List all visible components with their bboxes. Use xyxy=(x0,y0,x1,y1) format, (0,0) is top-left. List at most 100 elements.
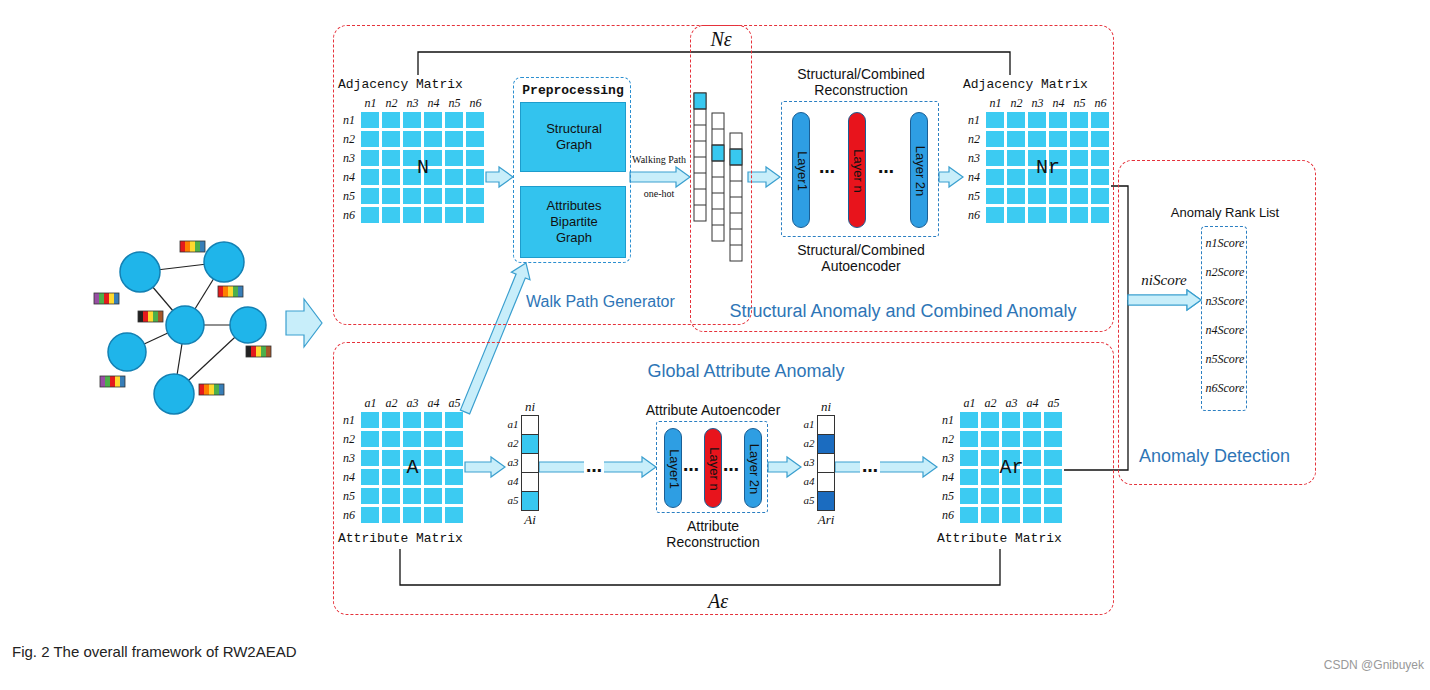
column-header: a4 xyxy=(1022,395,1043,411)
matrix-cell xyxy=(960,450,978,466)
matrix-title: Attribute Matrix xyxy=(937,529,1064,549)
layer-pill: Layer1 xyxy=(664,428,682,508)
input-arrow xyxy=(286,299,322,347)
vector-block: nia1a2a3a4a5Ari xyxy=(801,399,835,530)
matrix-cell xyxy=(1007,169,1025,185)
layer-pill: Layer1 xyxy=(792,112,810,228)
layer-pill: Layer n xyxy=(704,428,722,508)
edge-label: … xyxy=(584,459,604,475)
matrix-cell xyxy=(1049,188,1067,204)
column-header: a2 xyxy=(381,395,402,411)
matrix-cell xyxy=(986,150,1004,166)
vector-name: Ari xyxy=(809,512,843,528)
block-arrow xyxy=(465,457,505,477)
layer-pill: Layer 2n xyxy=(910,112,928,228)
row-header: n3 xyxy=(937,449,959,468)
matrix-cell xyxy=(1091,131,1109,147)
matrix-cell xyxy=(445,488,463,504)
matrix-cell xyxy=(986,207,1004,223)
matrix-cell xyxy=(960,507,978,523)
row-header: n2 xyxy=(338,130,360,149)
row-header: n4 xyxy=(338,468,360,487)
anomaly-score: n5Score xyxy=(1202,351,1248,367)
vector-row-label: a1 xyxy=(801,415,817,434)
vector-row-label: a4 xyxy=(505,472,521,491)
matrix-cell xyxy=(466,150,484,166)
matrix-cell xyxy=(382,169,400,185)
matrix-cell xyxy=(382,488,400,504)
matrix-cell xyxy=(981,488,999,504)
matrix-cell xyxy=(361,450,379,466)
matrix-cell xyxy=(382,431,400,447)
matrix-cell xyxy=(361,169,379,185)
matrix-cell xyxy=(1049,112,1067,128)
matrix-block: a1a2a3a4a5n1n2n3n4n5n6AAttribute Matrix xyxy=(338,395,465,549)
matrix-cell xyxy=(1091,150,1109,166)
matrix-cell xyxy=(466,207,484,223)
layer-pill: Layer n xyxy=(848,112,866,228)
matrix-cell xyxy=(424,131,442,147)
matrix-cell xyxy=(1007,150,1025,166)
preprocessing-title: Preprocessing xyxy=(514,82,632,100)
block-arrow xyxy=(460,263,530,414)
block-arrow xyxy=(939,167,963,187)
vector-cell xyxy=(521,453,539,473)
matrix-cell xyxy=(1002,507,1020,523)
region-label: Anomaly Detection xyxy=(1139,445,1314,467)
matrix-cell xyxy=(445,112,463,128)
row-header: n1 xyxy=(338,411,360,430)
vector-row-label: a1 xyxy=(505,415,521,434)
matrix-cell xyxy=(986,112,1004,128)
matrix-cell xyxy=(1023,412,1041,428)
autoencoder-box: Layer1Layer nLayer 2nAttribute Autoencod… xyxy=(656,421,768,513)
column-header: a3 xyxy=(1001,395,1022,411)
matrix-title: Attribute Matrix xyxy=(338,529,465,549)
matrix-cell xyxy=(403,188,421,204)
matrix-cell xyxy=(1028,112,1046,128)
block-arrow xyxy=(1128,290,1201,310)
matrix-cell xyxy=(445,450,463,466)
column-header: a5 xyxy=(1043,395,1064,411)
row-header: n5 xyxy=(338,487,360,506)
column-header: n1 xyxy=(985,95,1006,111)
matrix-cell xyxy=(424,431,442,447)
edge-label: niScore xyxy=(1139,272,1188,289)
matrix-cell xyxy=(382,412,400,428)
matrix-cell xyxy=(1070,169,1088,185)
flow-arrow xyxy=(465,457,505,477)
matrix-cell xyxy=(361,131,379,147)
vector-arrow xyxy=(748,167,780,187)
rank-list-box: Anomaly Rank Listn1Scoren2Scoren3Scoren4… xyxy=(1201,226,1247,411)
matrix-cell xyxy=(361,431,379,447)
flow-arrow xyxy=(460,263,530,414)
matrix-cell xyxy=(1044,431,1062,447)
matrix-cell xyxy=(1007,131,1025,147)
ellipsis-mark: … xyxy=(819,160,835,176)
matrix-cell xyxy=(424,450,442,466)
edge-label: Aε xyxy=(706,590,730,612)
block-arrow xyxy=(539,457,656,477)
matrix-cell xyxy=(424,488,442,504)
matrix-cell xyxy=(424,412,442,428)
anomaly-score: n1Score xyxy=(1202,235,1248,251)
matrix-cell xyxy=(1044,507,1062,523)
layer-label: Layer 2n xyxy=(911,122,929,220)
row-header: n2 xyxy=(937,430,959,449)
flow-arrow xyxy=(1111,186,1201,310)
matrix-cell xyxy=(361,150,379,166)
matrix-cell xyxy=(403,431,421,447)
matrix-cell xyxy=(1023,450,1041,466)
matrix-cell xyxy=(466,188,484,204)
matrix-cell xyxy=(382,188,400,204)
figure-caption: Fig. 2 The overall framework of RW2AEAD xyxy=(12,643,297,661)
row-header: n3 xyxy=(338,449,360,468)
column-header: a4 xyxy=(423,395,444,411)
row-header: n4 xyxy=(338,168,360,187)
matrix-cell xyxy=(981,469,999,485)
graph-box: Structural Graph xyxy=(520,102,626,172)
matrix-cell xyxy=(361,488,379,504)
vector-cell xyxy=(521,472,539,492)
matrix-cell xyxy=(1002,431,1020,447)
column-header: n5 xyxy=(444,95,465,111)
bracket-line xyxy=(400,549,1000,585)
